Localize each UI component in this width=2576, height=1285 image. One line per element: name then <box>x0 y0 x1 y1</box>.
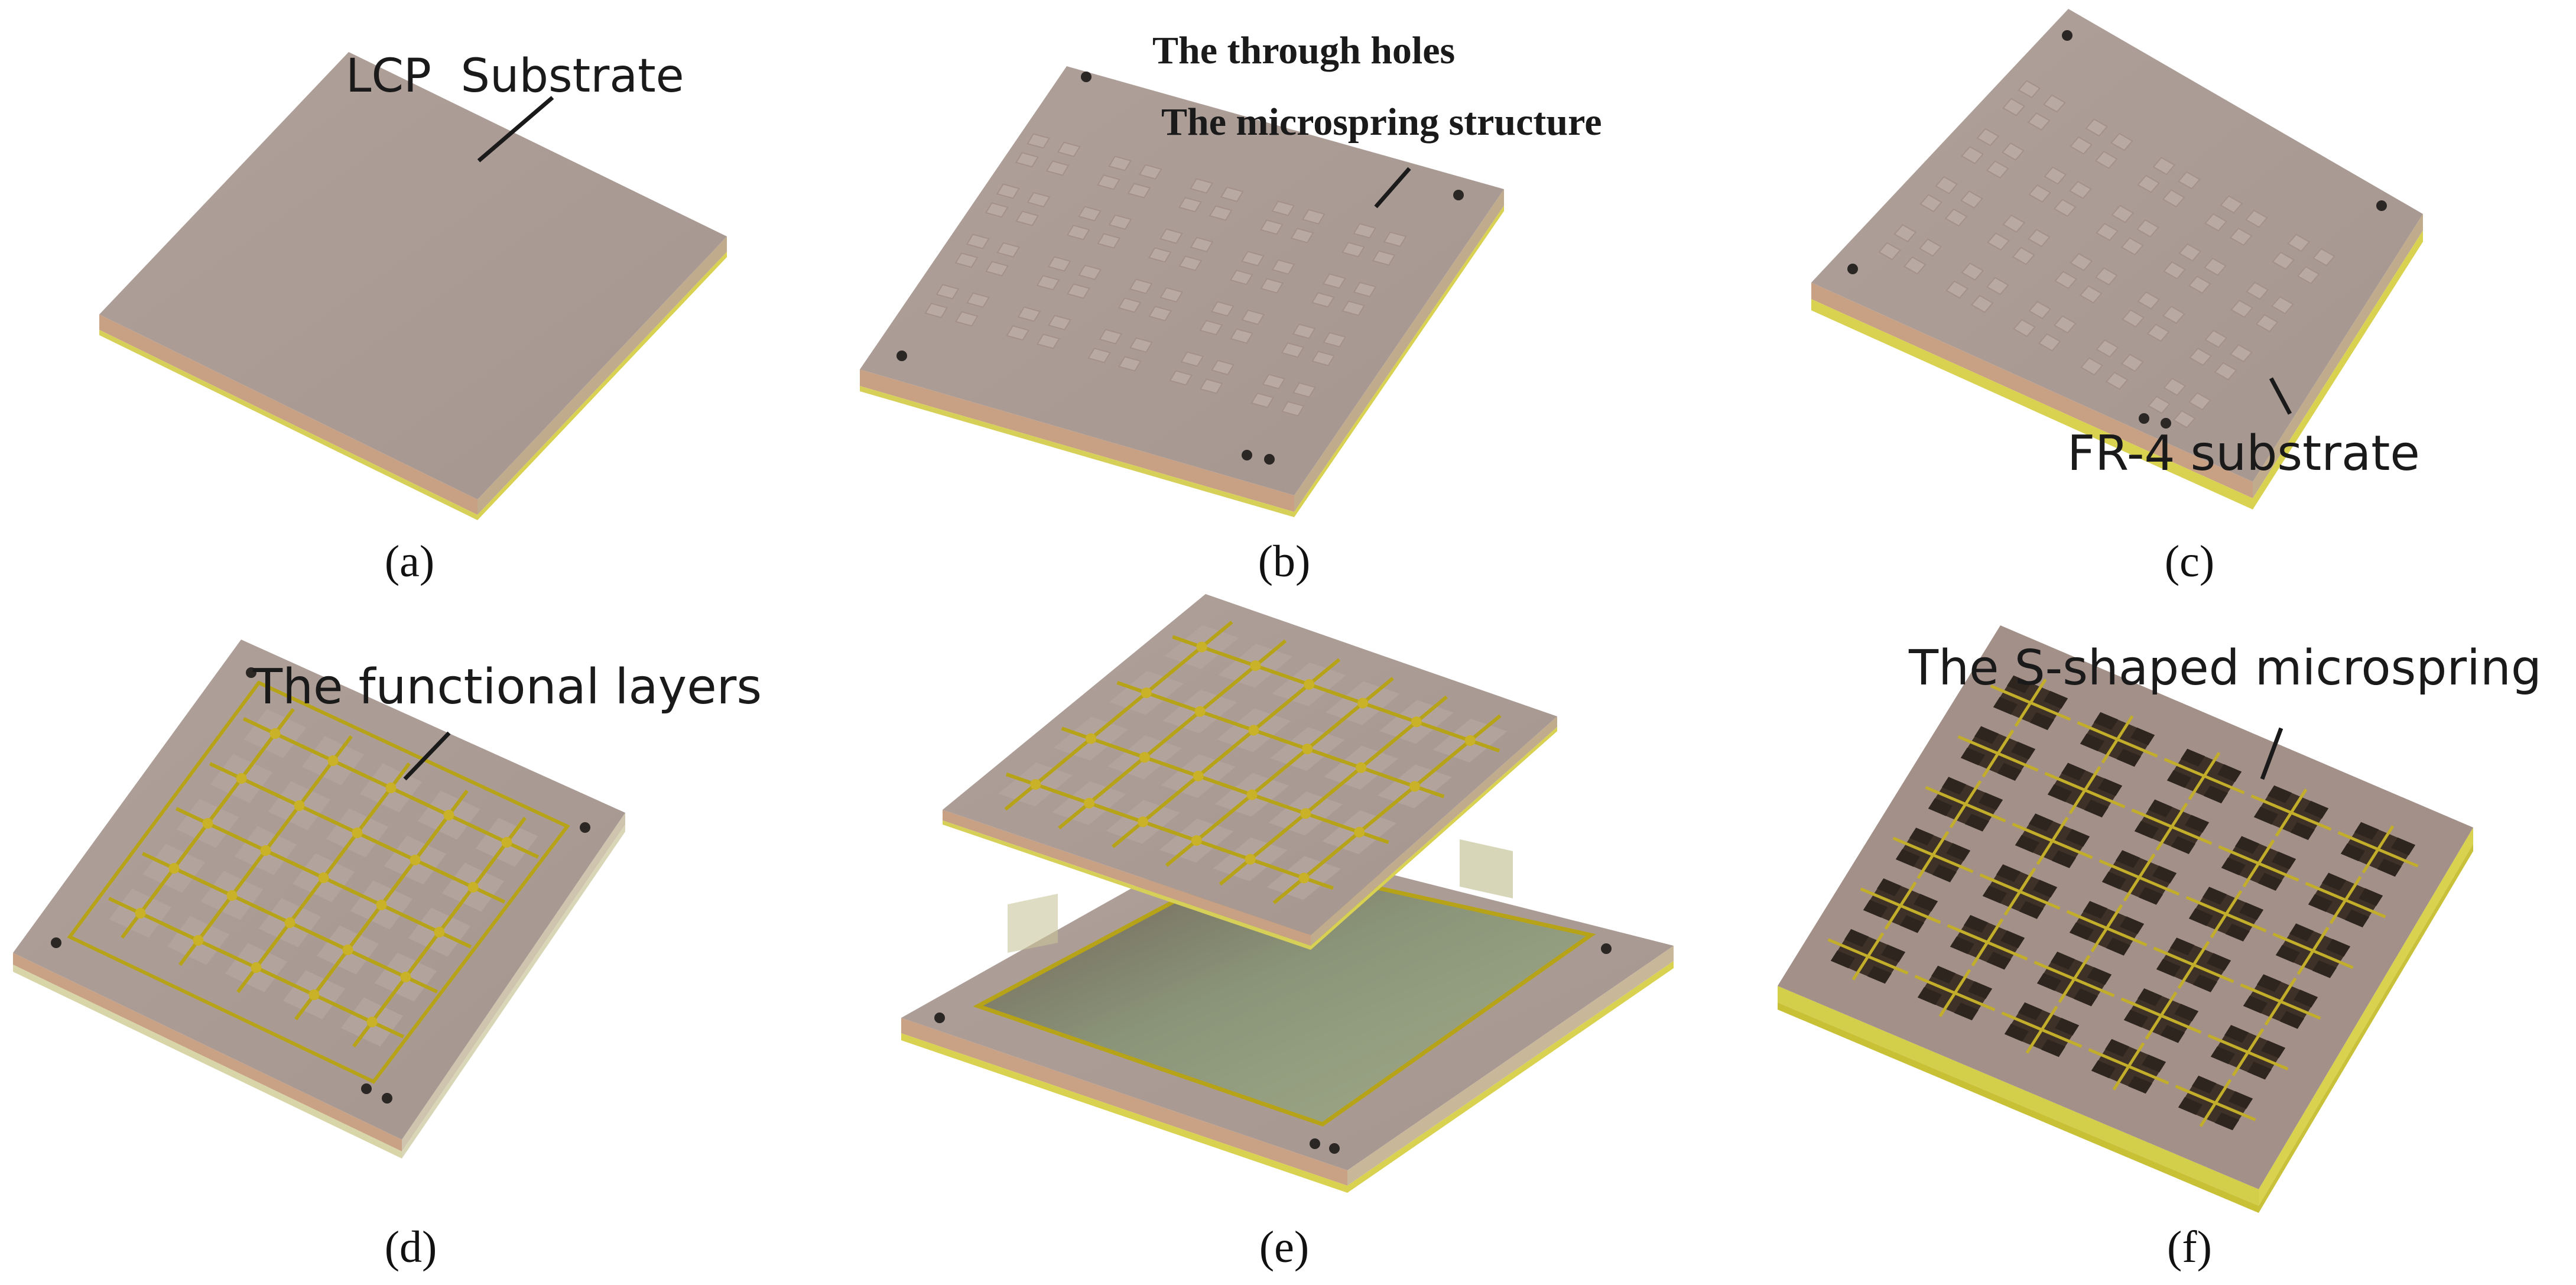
lcp-board-b <box>860 66 1504 517</box>
panel-b: The through holes The microspring struct… <box>860 29 1602 586</box>
fr4-substrate-leader <box>2269 377 2292 415</box>
panel-a: LCP Substrate (a) <box>99 50 727 586</box>
panel-label-c: (c) <box>2165 537 2214 586</box>
board-d <box>13 640 625 1159</box>
microspring-structure-leader <box>1374 167 1411 209</box>
functional-layers-pattern-d <box>108 708 540 1048</box>
s-shaped-microspring-array-f <box>1827 675 2419 1131</box>
panel-label-d: (d) <box>385 1222 437 1272</box>
lcp-substrate-callout: LCP Substrate <box>346 50 684 103</box>
final-device-f <box>1778 625 2473 1213</box>
functional-layers-pattern-e <box>998 621 1508 904</box>
through-holes-c <box>1847 30 2387 429</box>
panel-d: The functional layers (d) <box>13 640 762 1272</box>
panel-label-f: (f) <box>2167 1222 2212 1272</box>
panel-c: FR-4 substrate (c) <box>1811 9 2423 586</box>
through-holes-d <box>51 667 590 1104</box>
fr4-substrate-callout: FR-4 substrate <box>2067 426 2420 482</box>
panel-label-a: (a) <box>385 537 434 586</box>
panel-e: (e) <box>901 594 1674 1272</box>
panel-f: The S-shaped microspring (f) <box>1778 625 2542 1272</box>
functional-layers-leader <box>403 731 451 781</box>
lcp-substrate-leader <box>477 96 554 163</box>
lcp-substrate-board-a <box>99 52 727 520</box>
microspring-pattern-b <box>924 133 1407 417</box>
panel-label-b: (b) <box>1258 537 1311 586</box>
top-lcp-layer-e <box>943 594 1557 950</box>
functional-layers-callout: The functional layers <box>252 659 762 715</box>
s-shaped-microspring-callout: The S-shaped microspring <box>1908 640 2542 696</box>
panel-label-e: (e) <box>1259 1222 1309 1272</box>
microspring-structure-callout: The microspring structure <box>1161 100 1602 144</box>
stacked-board-c <box>1811 9 2423 510</box>
frame-trace-d <box>67 680 570 1084</box>
microspring-pattern-c <box>1878 80 2335 429</box>
through-holes-callout: The through holes <box>1152 29 1455 72</box>
s-shaped-microspring-leader <box>2260 727 2283 780</box>
through-holes-b <box>896 72 1464 465</box>
base-frame-e <box>901 833 1674 1193</box>
